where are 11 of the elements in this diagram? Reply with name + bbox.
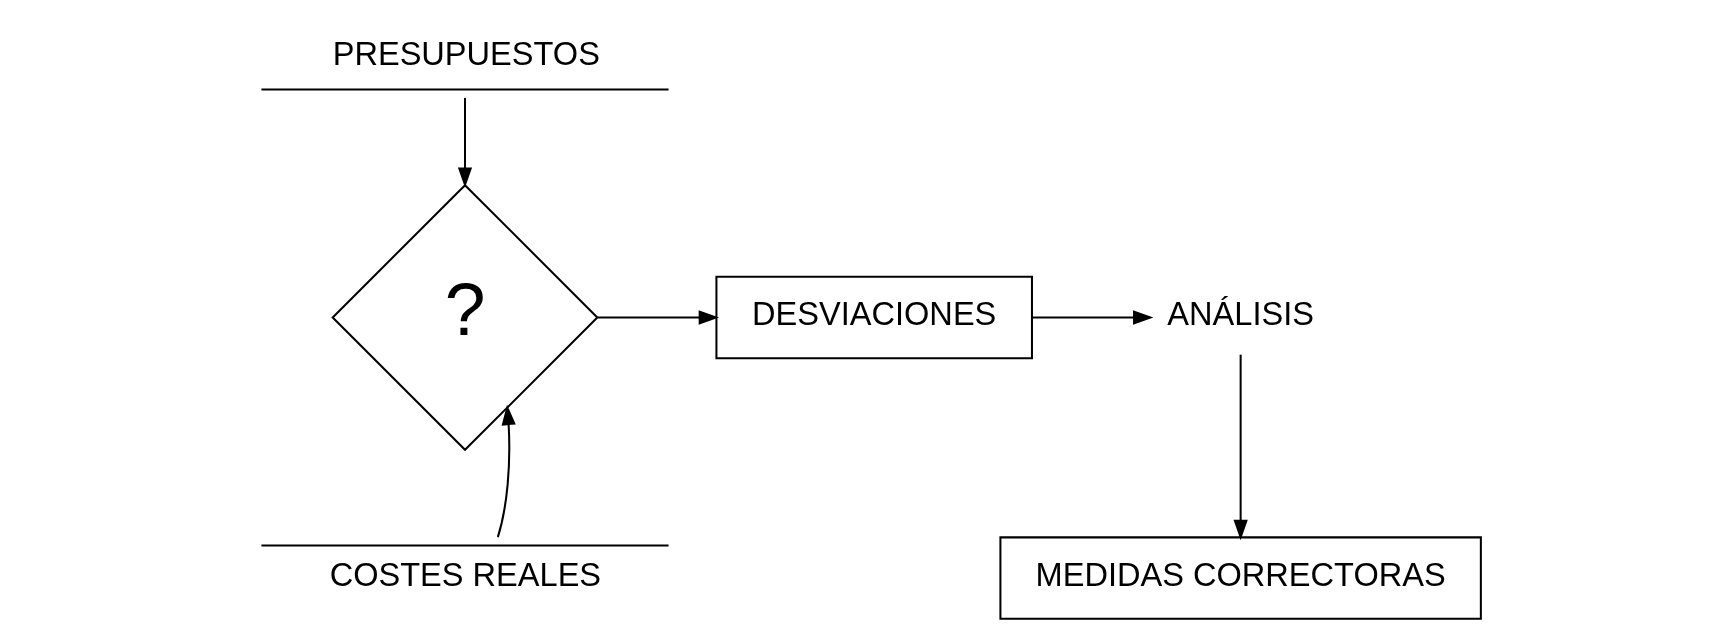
node-diamond: ? — [330, 183, 599, 452]
arrow — [457, 97, 472, 188]
arrow — [1031, 310, 1153, 325]
arrow — [496, 404, 516, 538]
node-text: ANÁLISIS — [1166, 296, 1314, 333]
arrow — [597, 310, 719, 325]
node-text: COSTES REALES — [329, 556, 601, 593]
arrow — [1233, 354, 1248, 541]
node-box: MEDIDAS CORRECTORAS — [998, 536, 1482, 620]
node-box: DESVIACIONES — [714, 275, 1033, 360]
node-text: PRESUPUESTOS — [332, 35, 600, 72]
